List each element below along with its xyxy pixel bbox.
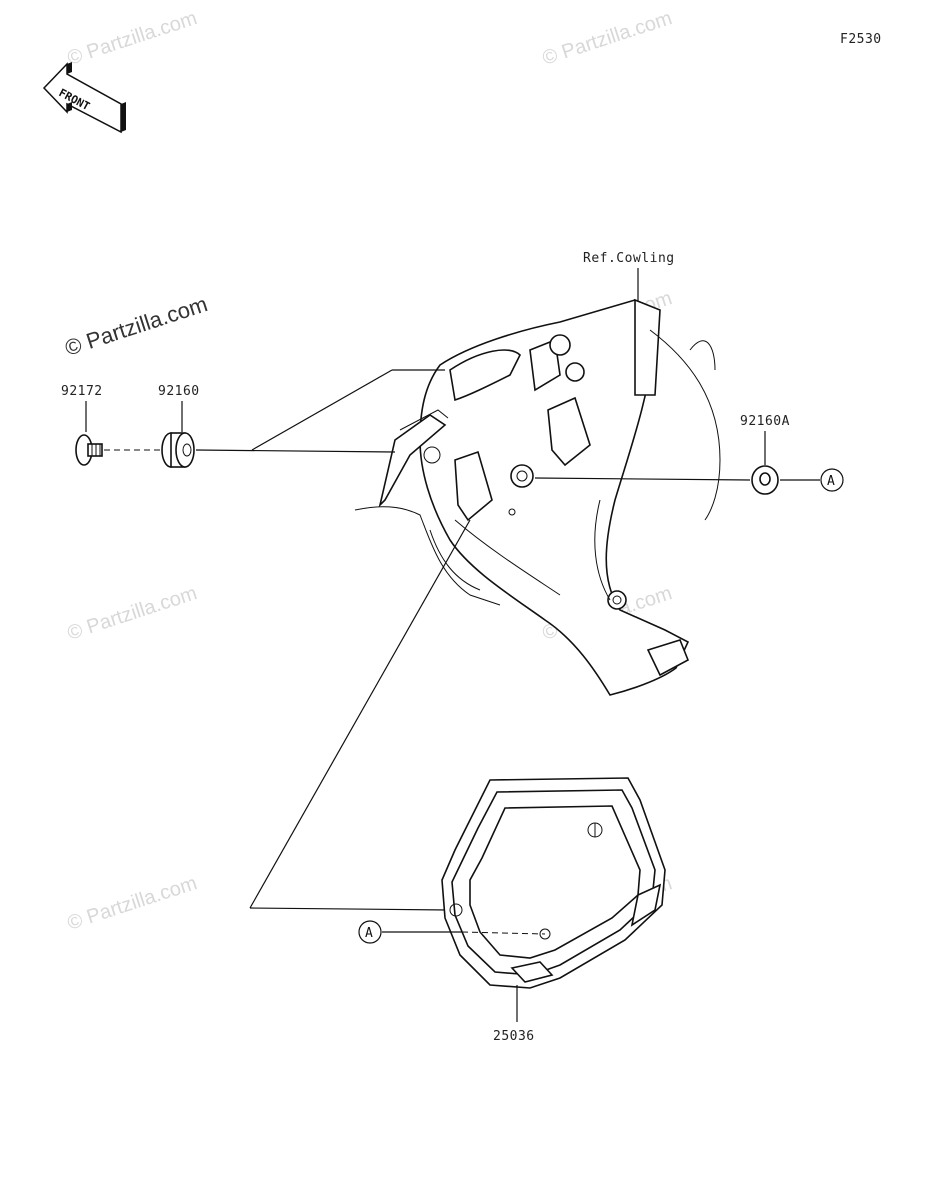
callout-a-bottom-letter: A bbox=[365, 926, 373, 941]
assembly-line-grommet bbox=[195, 449, 396, 453]
assembly-line-meter-dashed bbox=[461, 931, 546, 935]
part-number-92160: 92160 bbox=[158, 384, 200, 399]
bracket-line-upper bbox=[251, 369, 393, 451]
watermark: © Partzilla.com bbox=[65, 7, 200, 70]
watermark-prominent: © Partzilla.com bbox=[62, 291, 211, 361]
part-number-92160a: 92160A bbox=[740, 414, 790, 429]
screw-icon bbox=[75, 434, 103, 466]
grommet-icon bbox=[161, 432, 195, 468]
callout-a-top-letter: A bbox=[827, 474, 835, 489]
collar-icon bbox=[751, 465, 779, 495]
watermark: © Partzilla.com bbox=[65, 872, 200, 935]
meter-line-diagonal bbox=[249, 519, 471, 909]
figure-code: F2530 bbox=[840, 32, 882, 47]
cowling-bracket bbox=[354, 298, 721, 696]
assembly-line-collar bbox=[534, 477, 751, 481]
watermark: © Partzilla.com bbox=[540, 7, 675, 70]
front-arrow-icon: FRONT bbox=[42, 62, 126, 134]
part-number-92172: 92172 bbox=[61, 384, 103, 399]
callout-a-top: A bbox=[820, 468, 844, 492]
callout-a-bottom: A bbox=[358, 920, 382, 944]
reference-label-cowling: Ref.Cowling bbox=[583, 251, 675, 266]
meter-assembly-icon bbox=[441, 777, 666, 989]
part-number-25036: 25036 bbox=[493, 1029, 535, 1044]
watermark: © Partzilla.com bbox=[65, 582, 200, 645]
meter-line-horizontal bbox=[249, 907, 449, 911]
